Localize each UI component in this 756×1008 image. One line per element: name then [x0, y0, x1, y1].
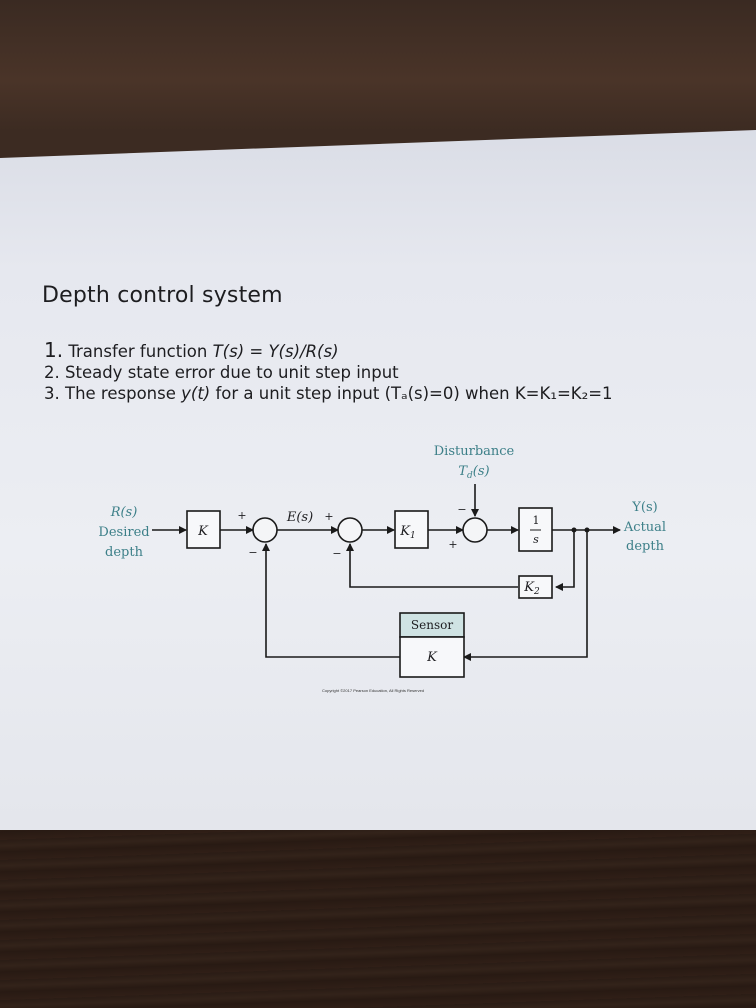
- integrator-denominator: s: [533, 533, 539, 546]
- sum3-plus: +: [448, 538, 457, 551]
- question-3: 3. The response y(t) for a unit step inp…: [44, 384, 613, 403]
- k1-block: [394, 510, 429, 549]
- output-caption-1: Actual: [623, 520, 666, 535]
- k1-block-label: K1: [399, 524, 415, 541]
- sum2-plus: +: [324, 510, 333, 523]
- question-1: 1. Transfer function T(s) = Y(s)/R(s): [44, 338, 339, 362]
- disturbance-label: Disturbance: [434, 444, 515, 459]
- output-caption-2: depth: [626, 539, 665, 554]
- input-caption-2: depth: [105, 545, 144, 560]
- page-title: Depth control system: [42, 283, 283, 308]
- gain-block: [186, 510, 221, 549]
- paper-sheet: [0, 130, 756, 830]
- sensor-header: [399, 612, 465, 638]
- sum1-plus: +: [237, 509, 246, 522]
- input-label: R(s): [110, 505, 138, 520]
- sum1-minus: −: [248, 546, 257, 559]
- pickoff-point-2: [584, 527, 590, 533]
- k2-feedback-out: [346, 543, 518, 588]
- sensor-feedback-in: [463, 530, 588, 661]
- sum2-minus: −: [332, 547, 341, 560]
- sensor-block-label: K: [426, 650, 438, 665]
- k2-feedback-in: [555, 530, 575, 591]
- copyright-notice: Copyright ©2017 Pearson Education, All R…: [322, 688, 425, 693]
- integrator-numerator: 1: [533, 514, 540, 527]
- sensor-title: Sensor: [411, 618, 453, 632]
- summing-junction-3: [462, 517, 488, 543]
- k2-block-label: K2: [523, 580, 540, 597]
- question-2: 2. Steady state error due to unit step i…: [44, 363, 399, 382]
- summing-junction-2: [337, 517, 363, 543]
- pickoff-point-1: [571, 527, 577, 533]
- question-list: 1. Transfer function T(s) = Y(s)/R(s) 2.…: [44, 340, 613, 404]
- k2-block: [518, 575, 553, 599]
- gain-block-label: K: [197, 524, 209, 539]
- error-label: E(s): [286, 510, 313, 525]
- summing-junction-1: [252, 517, 278, 543]
- sensor-feedback-out: [262, 543, 400, 658]
- sum3-minus: −: [457, 503, 466, 516]
- output-label: Y(s): [631, 500, 657, 515]
- desk-surface: [0, 820, 756, 1008]
- sensor-block: [399, 636, 465, 678]
- disturbance-symbol: Td(s): [458, 464, 489, 481]
- input-caption-1: Desired: [98, 525, 149, 540]
